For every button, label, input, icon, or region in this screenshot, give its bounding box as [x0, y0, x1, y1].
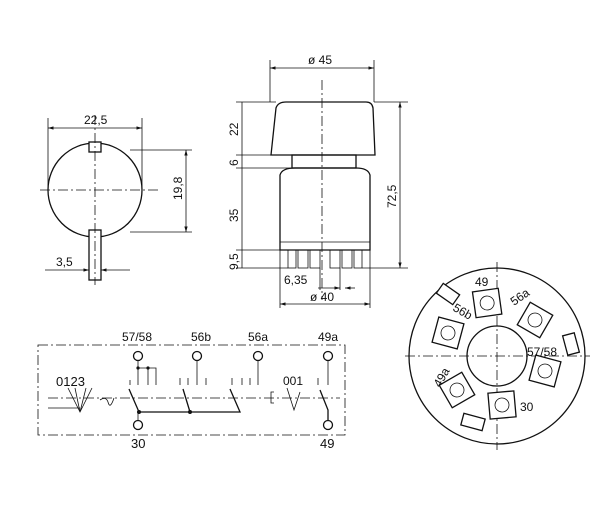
- positions-aux: 001: [283, 374, 303, 388]
- pin-49: 49: [475, 275, 489, 289]
- body-height: 35: [227, 208, 241, 222]
- schematic-frame: [37, 344, 346, 436]
- pin-57-58: 57/58: [527, 345, 557, 359]
- knob-height: 22: [227, 122, 241, 136]
- pin-layout-view: 49 56a 57/58 30 49a 56b: [405, 262, 590, 450]
- housing: [279, 167, 371, 251]
- front-view: ø 45 22 6 35 9,5 72,5 6,35 ø 40: [227, 53, 408, 308]
- pin-height: 9,5: [227, 253, 241, 270]
- width-dimension: 22,5: [84, 113, 108, 127]
- pin-spacing: 6,35: [284, 273, 308, 287]
- terminal-49: 49: [320, 436, 334, 451]
- knob: [270, 101, 376, 156]
- terminal-49a: 49a: [318, 330, 338, 344]
- slot-dimension: 3,5: [56, 255, 73, 269]
- neck-height: 6: [227, 159, 241, 166]
- bottom-diameter: ø 40: [310, 290, 334, 304]
- total-height: 72,5: [385, 184, 399, 208]
- terminal-56a: 56a: [248, 330, 268, 344]
- height-dimension: 19,8: [171, 176, 185, 200]
- neck: [291, 154, 357, 169]
- pins: [287, 249, 363, 269]
- terminal-30: 30: [131, 436, 145, 451]
- side-view: 22,5 19,8 3,5: [40, 113, 192, 285]
- pin-56b: 56b: [451, 300, 476, 322]
- terminal-57-58: 57/58: [122, 330, 152, 344]
- top-diameter: ø 45: [308, 53, 332, 67]
- terminal-56b: 56b: [191, 330, 211, 344]
- pin-30: 30: [520, 400, 534, 414]
- switch-schematic: 57/58 56b 56a 49a 0123 001 30 49: [37, 330, 346, 451]
- positions-main: 0123: [56, 374, 85, 389]
